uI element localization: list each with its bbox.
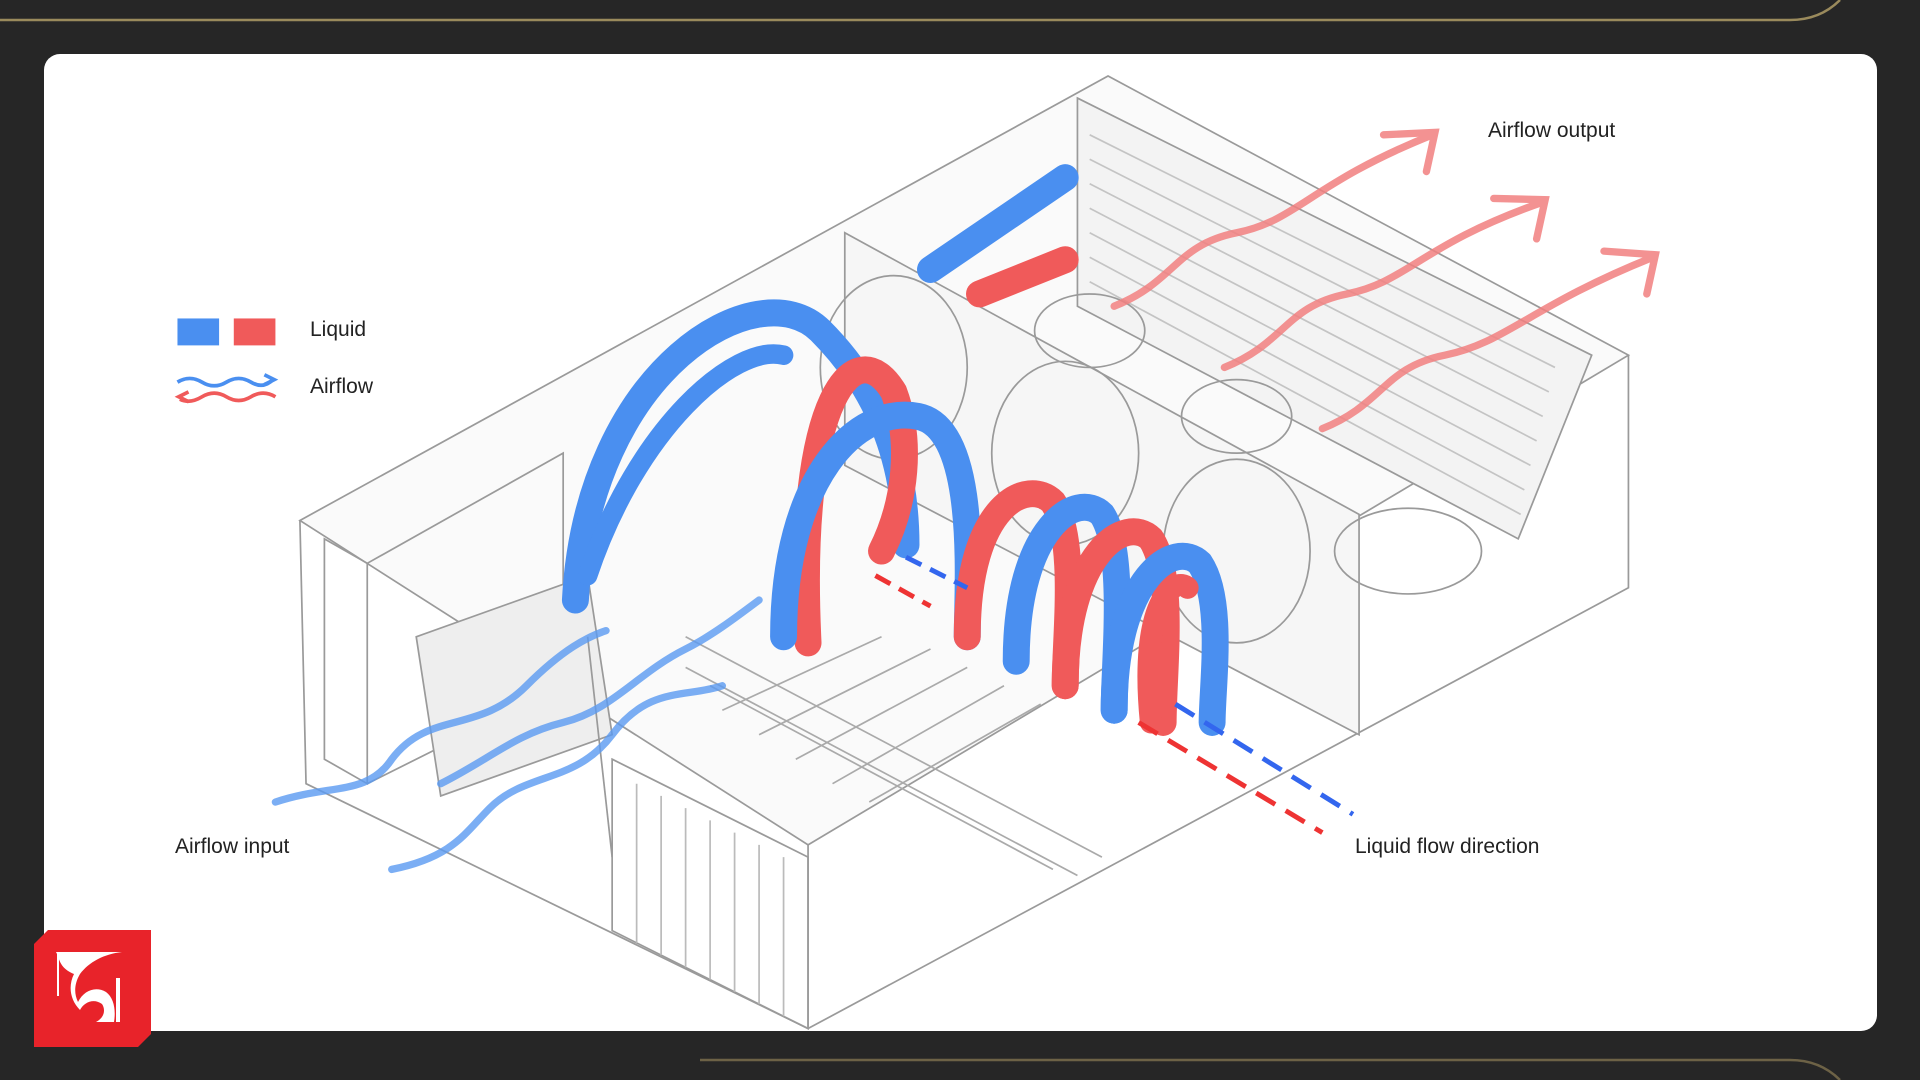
airflow-input-label: Airflow input [175,835,289,859]
server-cooling-diagram [44,54,1877,1031]
diagram-card: Liquid Airflow Airflow output Airflow in… [44,54,1877,1031]
legend-swatches [177,318,275,401]
airflow-output-label: Airflow output [1488,119,1615,143]
legend-airflow-label: Airflow [310,375,373,399]
liquid-flow-direction-label: Liquid flow direction [1355,835,1539,859]
dragon-logo-icon [34,930,151,1047]
legend-liquid-label: Liquid [310,318,366,342]
